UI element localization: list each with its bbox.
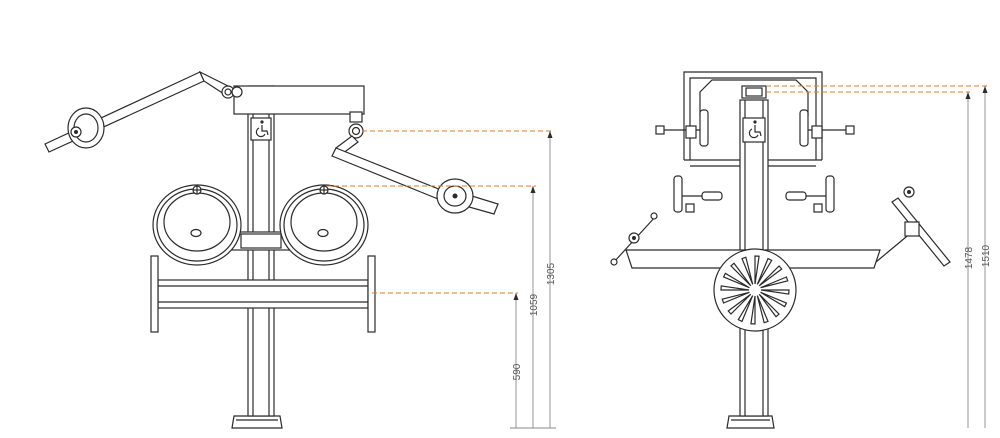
front-arm-right <box>331 123 499 215</box>
front-accessibility-plate <box>250 117 272 141</box>
grille-spoke <box>720 285 750 291</box>
side-dimension-lines <box>965 86 988 428</box>
grille-spoke <box>758 265 783 287</box>
dimension-label-1510: 1510 <box>981 244 992 267</box>
front-view: 590 1059 1305 <box>44 70 557 429</box>
grille-spoke <box>760 276 789 289</box>
grille-spoke <box>756 257 773 285</box>
front-basin-right <box>279 184 369 266</box>
side-top-frame <box>683 71 823 160</box>
grille-spoke <box>754 255 760 285</box>
dimension-label-1059: 1059 <box>529 293 540 316</box>
side-accessibility-plate <box>742 117 766 143</box>
front-cross-beam <box>150 255 376 333</box>
side-base-foot <box>726 415 775 429</box>
side-view: 1478 1510 <box>610 71 992 429</box>
grille-spoke <box>721 291 750 304</box>
front-arm-left <box>44 70 243 153</box>
front-basin-left <box>152 184 242 266</box>
side-tap-handles-left <box>655 109 740 213</box>
grille-spoke <box>760 289 790 295</box>
grille-spoke <box>750 295 756 325</box>
grille-spoke <box>758 293 780 318</box>
grille-spoke <box>741 256 754 285</box>
wheelchair-icon <box>255 120 269 138</box>
grille-spoke <box>727 293 752 315</box>
front-head-box <box>233 85 365 115</box>
grille-spoke <box>730 262 752 287</box>
side-lever-left <box>610 212 658 266</box>
grille-spoke <box>722 272 750 289</box>
grille-spoke <box>737 295 754 323</box>
front-base-foot <box>231 415 283 429</box>
front-dimension-lines <box>510 131 556 429</box>
wheelchair-icon <box>748 120 762 139</box>
side-tap-handles-right <box>768 109 855 213</box>
dimension-label-590: 590 <box>512 363 523 380</box>
dimension-label-1478: 1478 <box>964 246 975 269</box>
front-main-post <box>247 85 275 417</box>
grille-spoke <box>756 295 769 324</box>
side-basin-tilted <box>875 186 951 267</box>
side-drain-grille <box>713 248 797 332</box>
dimension-label-1305: 1305 <box>546 262 557 285</box>
grille-spoke <box>760 291 788 308</box>
